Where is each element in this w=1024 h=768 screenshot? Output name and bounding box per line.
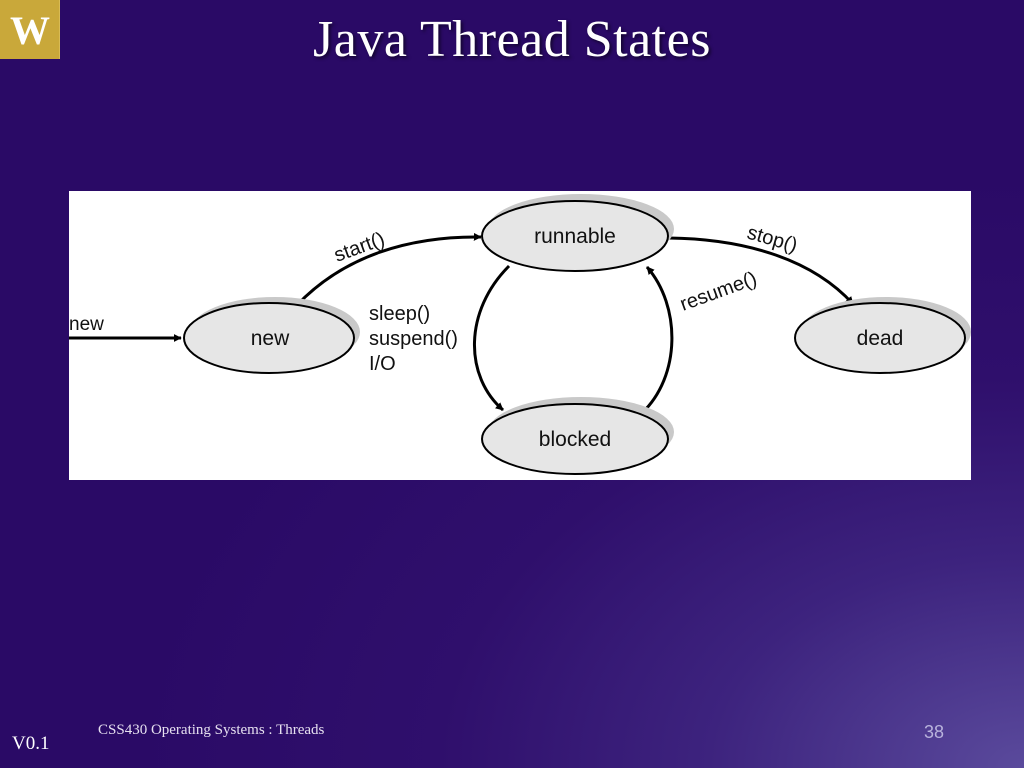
block-arrow [473,264,511,412]
version-label: V0.1 [12,733,50,754]
state-dead-label: dead [857,327,904,350]
state-dead: dead [794,297,971,374]
thread-state-diagram: new new runnable blocked dead [69,191,971,480]
state-blocked-label: blocked [539,428,611,451]
block-label-io: I/O [369,353,396,375]
entry-label: new [69,314,104,335]
block-label-suspend: suspend() [369,328,458,350]
state-runnable: runnable [481,194,674,272]
slide-title: Java Thread States [313,11,711,68]
state-new-label: new [251,327,290,350]
stop-arrow [668,236,855,306]
state-blocked: blocked [481,397,674,475]
resume-arrow [640,266,674,415]
page-number: 38 [924,722,945,742]
state-runnable-label: runnable [534,225,616,248]
university-logo: W [0,0,60,59]
resume-label: resume() [677,268,760,316]
start-arrow [295,232,482,307]
stop-label: stop() [745,222,800,257]
slide-footer: CSS430 Operating Systems : Threads [98,722,325,738]
block-label-sleep: sleep() [369,303,430,325]
logo-letter: W [10,8,50,53]
state-new: new [183,297,360,374]
